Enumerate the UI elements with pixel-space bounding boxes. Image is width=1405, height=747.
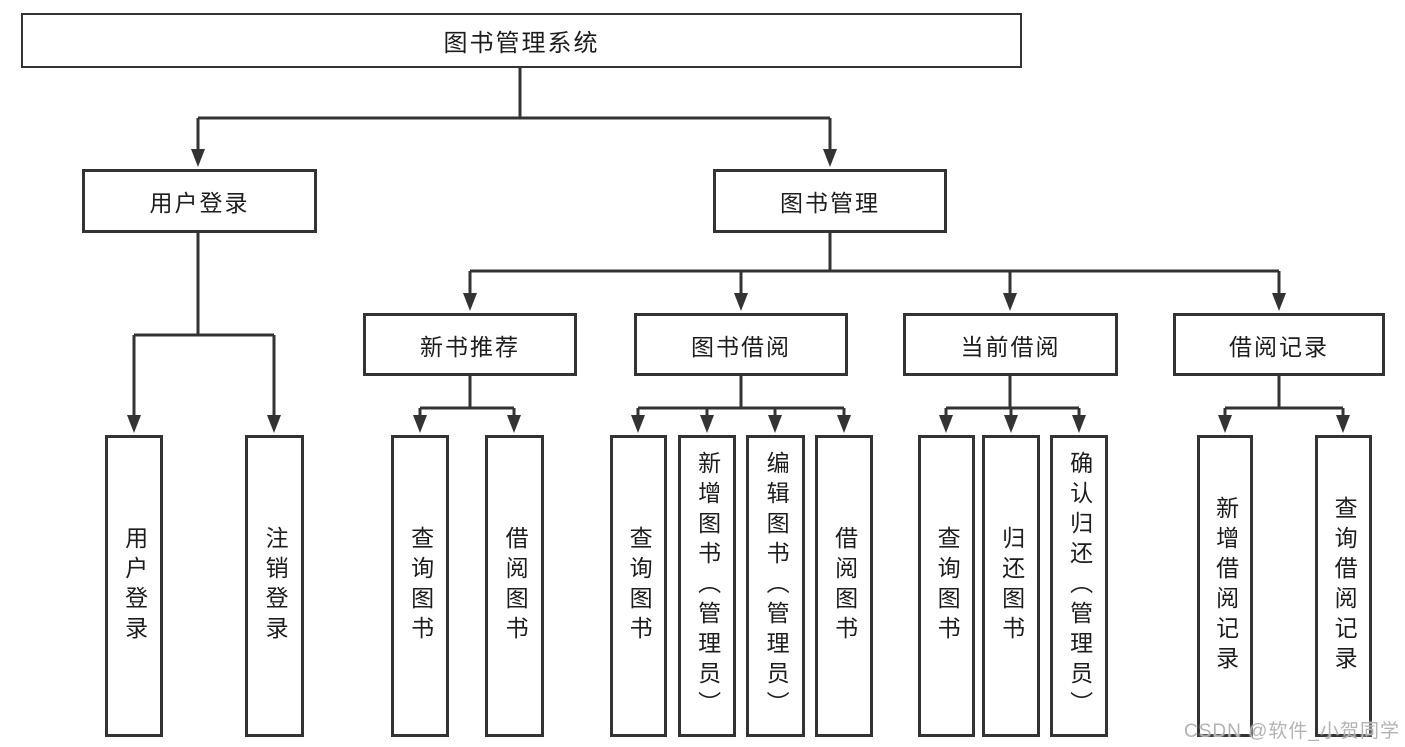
- arrowhead-user-login: [191, 149, 205, 167]
- csdn-watermark: CSDN @软件_小贺同学: [1184, 721, 1400, 742]
- node-label-book-borrow: 图书借阅: [691, 333, 791, 360]
- tree-node-root: 图书管理系统: [21, 13, 1022, 68]
- tree-node-book-borrow: 图书借阅: [634, 313, 848, 376]
- node-label-cb-confirm-return: 确认归还（管理员）: [1066, 451, 1093, 721]
- node-label-nr-borrow-book: 借阅图书: [502, 526, 529, 646]
- tree-leaf-bb-borrow-book: 借阅图书: [815, 435, 873, 737]
- tree-leaf-cb-confirm-return: 确认归还（管理员）: [1050, 435, 1108, 737]
- connector-new-book-rec-children: [413, 376, 521, 433]
- arrowhead-current-borrow: [1003, 293, 1017, 311]
- arrowhead-nr-borrow: [507, 415, 521, 433]
- arrowhead-bb-edit: [768, 415, 782, 433]
- connector-current-borrow-children: [939, 376, 1086, 433]
- arrowhead-new-book-rec: [463, 293, 477, 311]
- tree-node-borrow-record: 借阅记录: [1173, 313, 1385, 376]
- tree-leaf-br-query-record: 查询借阅记录: [1315, 435, 1372, 737]
- tree-node-new-book-rec: 新书推荐: [363, 313, 577, 376]
- connector-user-login-children: [127, 233, 281, 433]
- node-label-new-book-rec: 新书推荐: [420, 333, 520, 360]
- tree-leaf-nr-borrow-book: 借阅图书: [485, 435, 544, 737]
- arrowhead-bb-query: [631, 415, 645, 433]
- node-label-bb-add-book: 新增图书（管理员）: [694, 451, 721, 721]
- tree-leaf-nr-query-book: 查询图书: [391, 435, 449, 737]
- tree-node-book-mgmt: 图书管理: [713, 169, 947, 233]
- connector-book-borrow-children: [631, 376, 851, 433]
- tree-leaf-ul-login: 用户登录: [105, 435, 163, 737]
- arrowhead-br-query: [1336, 415, 1350, 433]
- node-label-cb-return-book: 归还图书: [998, 526, 1025, 646]
- node-label-bb-query-book: 查询图书: [626, 526, 653, 646]
- node-label-br-query-record: 查询借阅记录: [1331, 496, 1358, 676]
- node-label-ul-login: 用户登录: [121, 526, 148, 646]
- tree-leaf-ul-logout: 注销登录: [245, 435, 304, 737]
- node-label-nr-query-book: 查询图书: [407, 526, 434, 646]
- node-label-bb-borrow-book: 借阅图书: [831, 526, 858, 646]
- node-label-current-borrow: 当前借阅: [960, 333, 1061, 360]
- tree-leaf-bb-query-book: 查询图书: [610, 435, 667, 737]
- node-label-cb-query-book: 查询图书: [934, 526, 961, 646]
- node-label-root: 图书管理系统: [443, 30, 600, 57]
- node-label-bb-edit-book: 编辑图书（管理员）: [763, 451, 790, 721]
- arrowhead-book-mgmt: [823, 149, 837, 167]
- node-label-borrow-record: 借阅记录: [1229, 333, 1329, 360]
- tree-leaf-bb-add-book: 新增图书（管理员）: [678, 435, 736, 737]
- connector-book-mgmt-children: [463, 233, 1286, 311]
- tree-leaf-bb-edit-book: 编辑图书（管理员）: [746, 435, 805, 737]
- node-label-book-mgmt: 图书管理: [780, 190, 880, 216]
- tree-node-current-borrow: 当前借阅: [903, 313, 1118, 376]
- node-label-ul-logout: 注销登录: [262, 526, 289, 646]
- connector-borrow-record-children: [1218, 376, 1350, 433]
- arrowhead-borrow-record: [1272, 293, 1286, 311]
- arrowhead-ul-login: [127, 415, 141, 433]
- arrowhead-book-borrow: [734, 293, 748, 311]
- arrowhead-cb-confirm: [1072, 415, 1086, 433]
- node-label-br-add-record: 新增借阅记录: [1212, 496, 1239, 676]
- arrowhead-cb-query: [939, 415, 953, 433]
- tree-leaf-br-add-record: 新增借阅记录: [1197, 435, 1253, 737]
- tree-leaf-cb-query-book: 查询图书: [918, 435, 975, 737]
- node-label-user-login: 用户登录: [149, 190, 250, 216]
- arrowhead-ul-logout: [267, 415, 281, 433]
- arrowhead-bb-add: [700, 415, 714, 433]
- connector-root-to-level2: [191, 68, 837, 167]
- tree-node-user-login: 用户登录: [82, 169, 317, 233]
- arrowhead-bb-borrow: [837, 415, 851, 433]
- arrowhead-nr-query: [413, 415, 427, 433]
- arrowhead-br-add: [1218, 415, 1232, 433]
- arrowhead-cb-return: [1004, 415, 1018, 433]
- tree-leaf-cb-return-book: 归还图书: [982, 435, 1040, 737]
